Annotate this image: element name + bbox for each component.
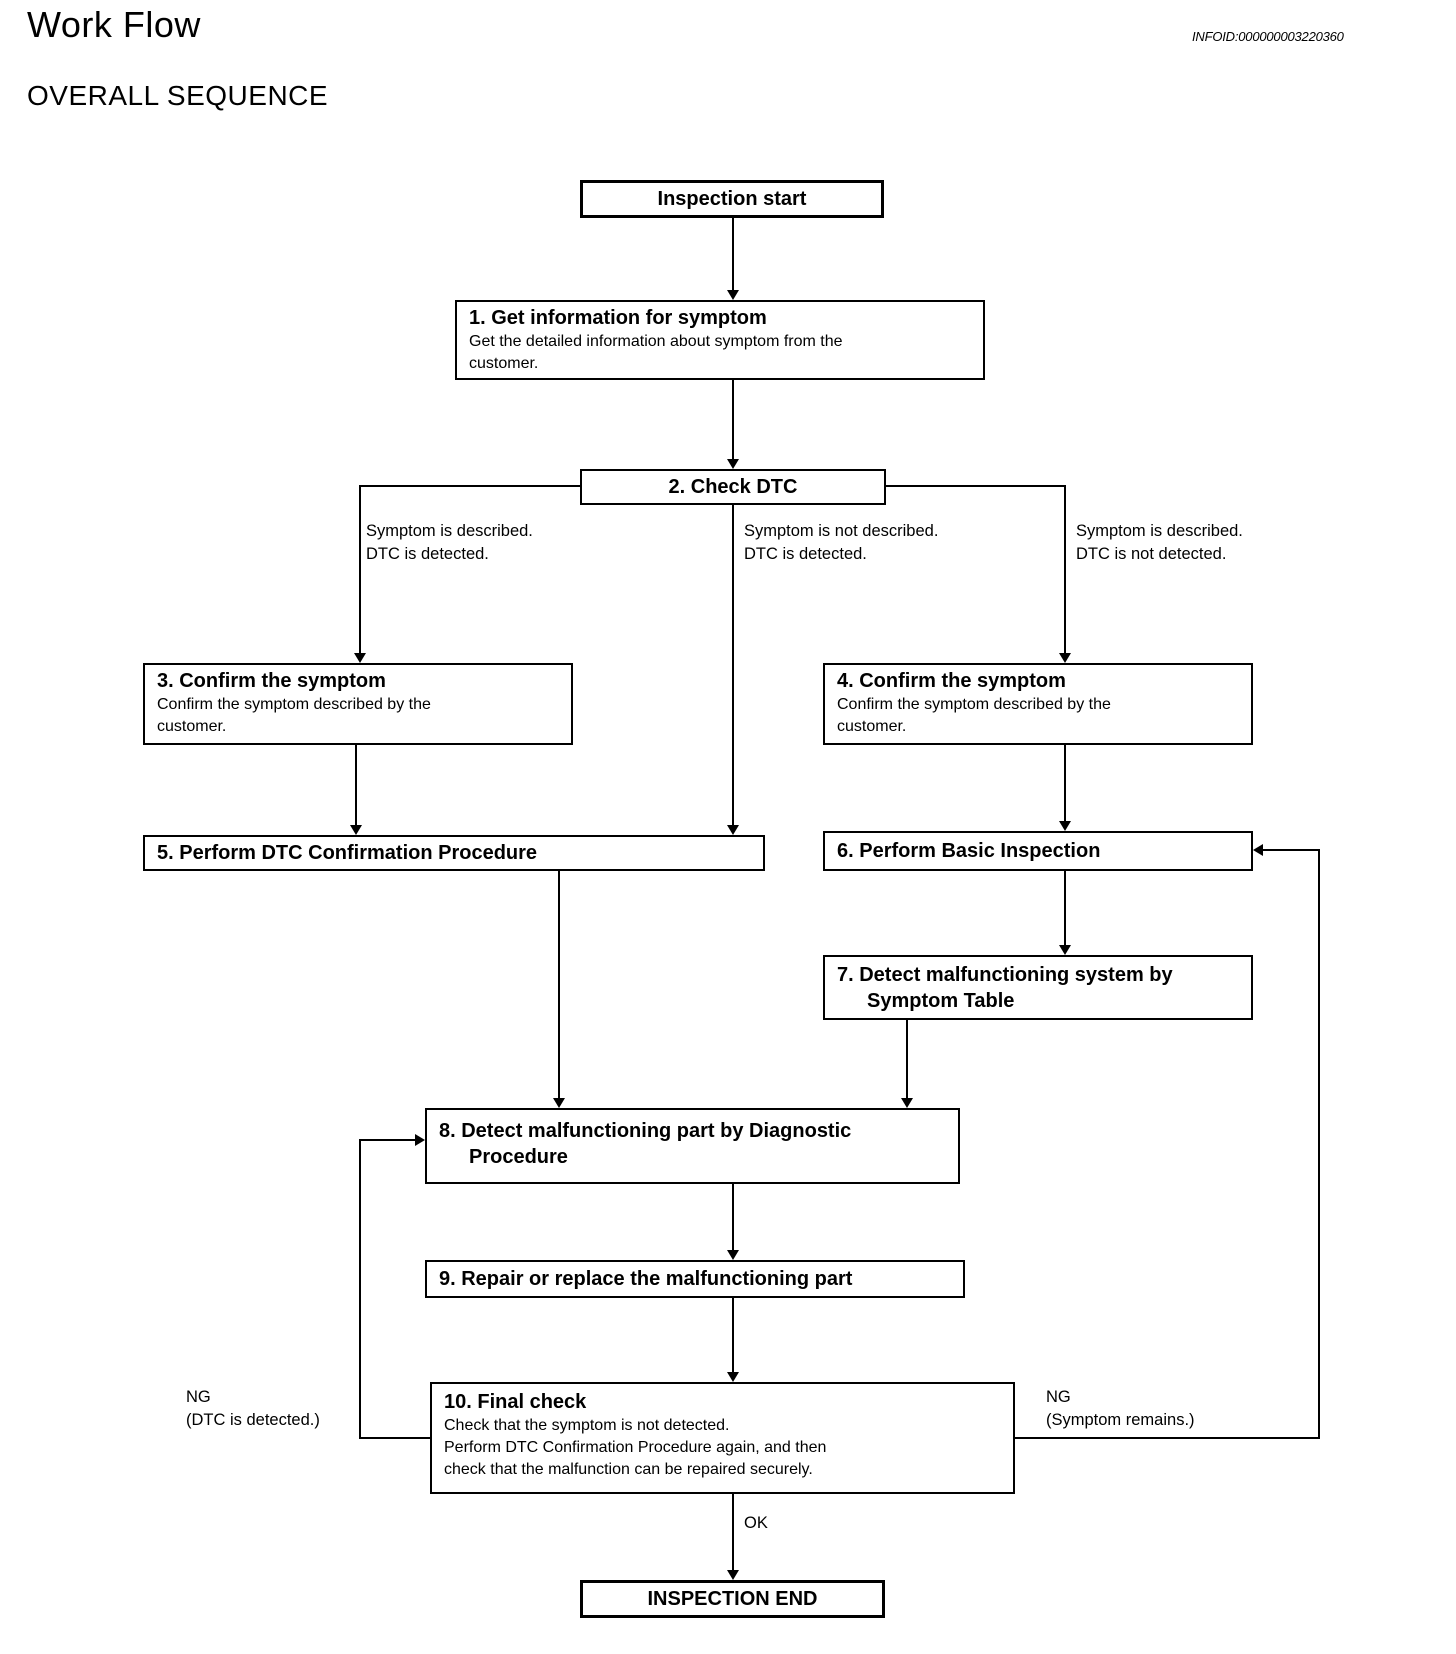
arrow-down-icon bbox=[354, 653, 366, 663]
node-step-6-title: 6. Perform Basic Inspection bbox=[837, 840, 1101, 862]
arrow-down-icon bbox=[1059, 653, 1071, 663]
branch-label-middle-line2: DTC is detected. bbox=[744, 545, 867, 563]
node-step-1-body-line1: Get the detailed information about sympt… bbox=[469, 333, 843, 350]
connector-ng-step10-to-step6 bbox=[1015, 1437, 1320, 1439]
connector-step2-to-step3 bbox=[359, 485, 361, 655]
node-step-2: 2. Check DTC bbox=[580, 469, 886, 505]
connector-step2-to-step4 bbox=[1064, 485, 1066, 655]
branch-label-middle: Symptom is not described. DTC is detecte… bbox=[744, 520, 938, 566]
branch-label-left-line2: DTC is detected. bbox=[366, 545, 489, 563]
node-step-7-title-line1: 7. Detect malfunctioning system by bbox=[837, 964, 1173, 986]
node-step-2-title: 2. Check DTC bbox=[668, 476, 798, 498]
node-step-8-title-line2: Procedure bbox=[469, 1146, 568, 1168]
arrow-right-icon bbox=[415, 1134, 425, 1146]
label-ng-symptom-remains-line2: (Symptom remains.) bbox=[1046, 1411, 1195, 1429]
section-title: OVERALL SEQUENCE bbox=[27, 80, 329, 111]
node-inspection-start: Inspection start bbox=[580, 180, 884, 218]
branch-label-left-line1: Symptom is described. bbox=[366, 522, 533, 540]
node-step-10-body-line2: Perform DTC Confirmation Procedure again… bbox=[444, 1439, 827, 1456]
node-step-3: 3. Confirm the symptom Confirm the sympt… bbox=[143, 663, 573, 745]
node-step-7: 7. Detect malfunctioning system by Sympt… bbox=[823, 955, 1253, 1020]
connector-step6-to-step7 bbox=[1064, 871, 1066, 947]
arrow-down-icon bbox=[727, 1570, 739, 1580]
node-step-3-body-line1: Confirm the symptom described by the bbox=[157, 696, 431, 713]
node-step-9-title: 9. Repair or replace the malfunctioning … bbox=[439, 1268, 853, 1290]
branch-label-right-line2: DTC is not detected. bbox=[1076, 545, 1227, 563]
node-step-4-title: 4. Confirm the symptom bbox=[837, 670, 1066, 692]
node-step-5: 5. Perform DTC Confirmation Procedure bbox=[143, 835, 765, 871]
arrow-down-icon bbox=[553, 1098, 565, 1108]
connector-ng-step10-to-step6 bbox=[1318, 849, 1320, 1439]
node-step-8-title-line1: 8. Detect malfunctioning part by Diagnos… bbox=[439, 1120, 852, 1142]
arrow-down-icon bbox=[727, 1372, 739, 1382]
node-step-7-title-line2: Symptom Table bbox=[867, 990, 1015, 1012]
connector-step9-to-step10 bbox=[732, 1298, 734, 1374]
node-step-9: 9. Repair or replace the malfunctioning … bbox=[425, 1260, 965, 1298]
arrow-down-icon bbox=[1059, 821, 1071, 831]
connector-step2-to-step4 bbox=[886, 485, 1066, 487]
arrow-down-icon bbox=[727, 1250, 739, 1260]
arrow-down-icon bbox=[727, 290, 739, 300]
node-step-4: 4. Confirm the symptom Confirm the sympt… bbox=[823, 663, 1253, 745]
connector-step8-to-step9 bbox=[732, 1184, 734, 1252]
node-inspection-end: INSPECTION END bbox=[580, 1580, 885, 1618]
node-step-1-body-line2: customer. bbox=[469, 355, 539, 372]
branch-label-left: Symptom is described. DTC is detected. bbox=[366, 520, 533, 566]
arrow-left-icon bbox=[1253, 844, 1263, 856]
label-ng-dtc-detected-line1: NG bbox=[186, 1388, 211, 1406]
node-step-10-body-line1: Check that the symptom is not detected. bbox=[444, 1417, 730, 1434]
node-step-4-body-line2: customer. bbox=[837, 718, 907, 735]
arrow-down-icon bbox=[901, 1098, 913, 1108]
connector-step4-to-step6 bbox=[1064, 745, 1066, 823]
node-step-4-body-line1: Confirm the symptom described by the bbox=[837, 696, 1111, 713]
connector-start-to-step1 bbox=[732, 217, 734, 292]
node-step-5-title: 5. Perform DTC Confirmation Procedure bbox=[157, 842, 538, 864]
node-step-1: 1. Get information for symptom Get the d… bbox=[455, 300, 985, 380]
arrow-down-icon bbox=[727, 459, 739, 469]
node-step-1-title: 1. Get information for symptom bbox=[469, 307, 767, 329]
arrow-down-icon bbox=[1059, 945, 1071, 955]
connector-step2-to-step3 bbox=[360, 485, 580, 487]
connector-step5-to-step8 bbox=[558, 871, 560, 1100]
node-step-3-title: 3. Confirm the symptom bbox=[157, 670, 386, 692]
branch-label-right-line1: Symptom is described. bbox=[1076, 522, 1243, 540]
connector-step3-to-step5 bbox=[355, 745, 357, 827]
node-step-10: 10. Final check Check that the symptom i… bbox=[430, 1382, 1015, 1494]
branch-label-middle-line1: Symptom is not described. bbox=[744, 522, 939, 540]
arrow-down-icon bbox=[350, 825, 362, 835]
label-ng-dtc-detected: NG (DTC is detected.) bbox=[186, 1386, 320, 1432]
connector-step7-to-step8 bbox=[906, 1020, 908, 1100]
connector-ng-step10-to-step8 bbox=[359, 1139, 415, 1141]
node-step-10-title: 10. Final check bbox=[444, 1391, 587, 1413]
node-step-10-body-line3: check that the malfunction can be repair… bbox=[444, 1461, 813, 1478]
connector-step10-to-end bbox=[732, 1494, 734, 1572]
label-ng-symptom-remains-line1: NG bbox=[1046, 1388, 1071, 1406]
label-ng-symptom-remains: NG (Symptom remains.) bbox=[1046, 1386, 1195, 1432]
label-ng-dtc-detected-line2: (DTC is detected.) bbox=[186, 1411, 320, 1429]
connector-step2-to-step5 bbox=[732, 505, 734, 827]
page-title: Work Flow bbox=[27, 4, 201, 45]
connector-ng-step10-to-step6 bbox=[1263, 849, 1320, 851]
connector-ng-step10-to-step8 bbox=[359, 1437, 430, 1439]
arrow-down-icon bbox=[727, 825, 739, 835]
connector-ng-step10-to-step8 bbox=[359, 1139, 361, 1439]
node-inspection-end-label: INSPECTION END bbox=[647, 1588, 818, 1610]
node-step-3-body-line2: customer. bbox=[157, 718, 227, 735]
node-step-6: 6. Perform Basic Inspection bbox=[823, 831, 1253, 871]
node-inspection-start-label: Inspection start bbox=[657, 188, 807, 210]
label-ok: OK bbox=[744, 1514, 768, 1532]
infoid-label: INFOID:000000003220360 bbox=[1192, 29, 1344, 44]
branch-label-right: Symptom is described. DTC is not detecte… bbox=[1076, 520, 1243, 566]
node-step-8: 8. Detect malfunctioning part by Diagnos… bbox=[425, 1108, 960, 1184]
connector-step1-to-step2 bbox=[732, 380, 734, 460]
